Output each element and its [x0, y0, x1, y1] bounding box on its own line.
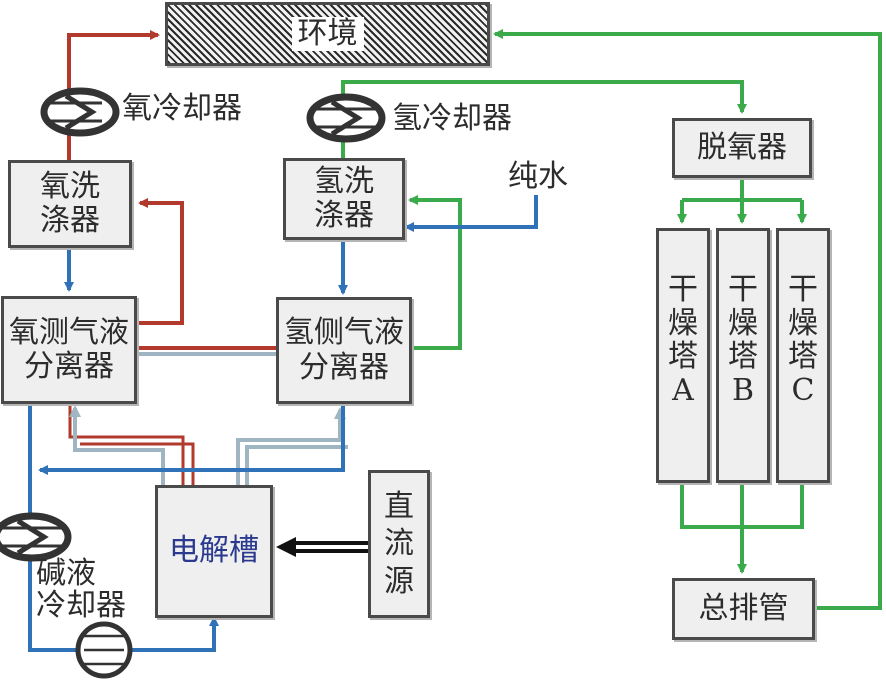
hydrogen-separator-return-line	[408, 195, 462, 350]
drying-tower-c-label: 干 燥 塔 C	[788, 272, 818, 408]
lye-lines	[28, 195, 538, 652]
hydrogen-cooler-icon	[306, 93, 386, 143]
main-manifold-label: 总排管	[698, 590, 789, 626]
electrolyzer-to-hydrogen-separator-line-2	[245, 445, 348, 487]
hydrogen-separator-label: 氢侧气液 分离器	[284, 315, 404, 385]
electrolyzer-to-oxygen-separator-line	[69, 405, 165, 487]
environment-label: 环境	[291, 16, 364, 52]
electrolyzer-oxygen-outlet-line-2	[80, 442, 195, 487]
hydrogen-cooler-label: 氢冷却器	[392, 101, 512, 136]
dc-power-arrow	[276, 537, 368, 557]
drying-tower-c-box: 干 燥 塔 C	[776, 228, 830, 483]
hydrogen-scrubber-label: 氢洗 涤器	[314, 163, 374, 233]
deoxidizer-box: 脱氧器	[672, 118, 812, 178]
pure-water-line	[404, 195, 538, 232]
hydrogen-scrubber-box: 氢洗 涤器	[283, 158, 405, 240]
oxygen-separator-to-scrubber-line	[135, 198, 184, 325]
dc-source-box: 直 流 源	[368, 470, 430, 618]
separator-to-lye-header-line	[38, 404, 345, 475]
electrolyzer-box: 电解槽	[155, 485, 273, 618]
hydrogen-lines	[341, 29, 882, 610]
electrolyzer-to-hydrogen-separator-line	[236, 407, 346, 487]
drying-tower-b-box: 干 燥 塔 B	[716, 228, 770, 483]
main-manifold-box: 总排管	[672, 578, 815, 640]
drying-tower-b-label: 干 燥 塔 B	[728, 272, 758, 408]
deoxidizer-label: 脱氧器	[697, 129, 787, 165]
drying-tower-a-label: 干 燥 塔 A	[668, 272, 698, 408]
drying-tower-a-box: 干 燥 塔 A	[656, 228, 710, 483]
oxygen-separator-box: 氧测气液 分离器	[1, 296, 137, 404]
electrolyzer-label: 电解槽	[169, 533, 259, 569]
oxygen-cooler-label: 氧冷却器	[122, 91, 242, 126]
pump-to-electrolyzer-line	[130, 616, 219, 652]
pure-water-label: 纯水	[508, 159, 568, 194]
oxygen-scrubber-box: 氧洗 涤器	[8, 160, 132, 248]
hydrogen-separator-box: 氢侧气液 分离器	[276, 297, 412, 404]
electrolyzer-oxygen-outlet-line	[68, 400, 185, 487]
environment-box: 环境	[165, 2, 490, 66]
oxygen-separator-down-line	[28, 404, 78, 652]
lye-cooler-icon	[0, 512, 72, 562]
oxygen-cooler-icon	[40, 87, 120, 137]
oxygen-separator-label: 氧测气液 分离器	[9, 314, 129, 384]
lye-cooler-label: 碱液 冷却器	[36, 556, 126, 624]
oxygen-scrubber-label: 氧洗 涤器	[40, 168, 100, 238]
manifold-to-environment-line	[493, 29, 882, 610]
dc-source-label: 直 流 源	[384, 488, 414, 599]
oxygen-lines	[67, 30, 276, 487]
lye-pump-icon	[75, 621, 133, 679]
